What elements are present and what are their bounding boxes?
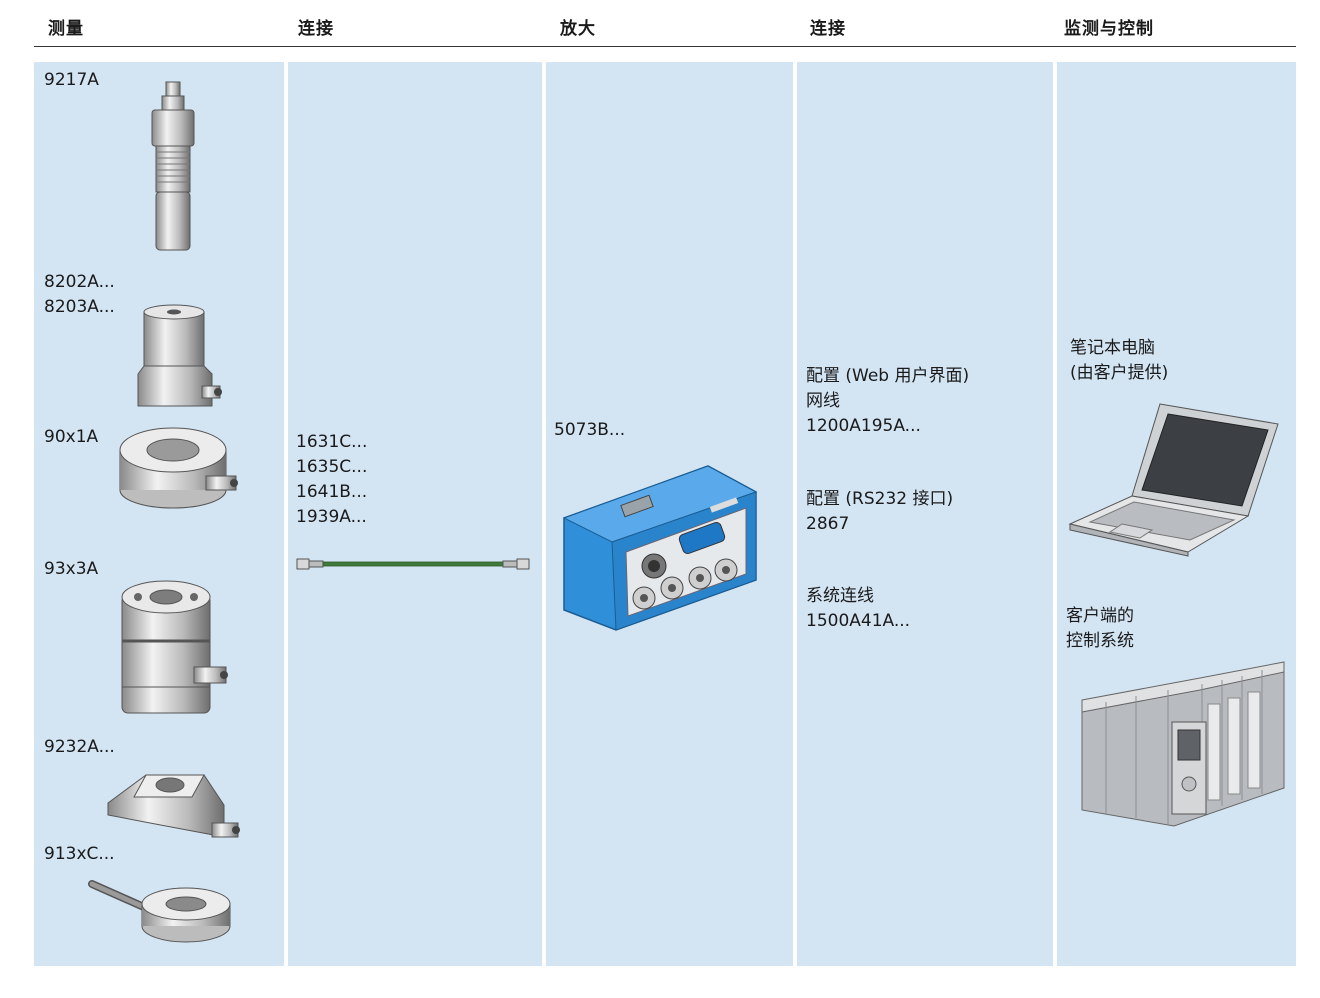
column-connect-1 [288,62,542,966]
header-monitor: 监测与控制 [1064,19,1154,39]
sensor-label-8202a: 8202A... 8203A... [44,270,115,320]
probe-sensor-icon [151,81,195,251]
coax-cable-icon [296,558,530,570]
header-connect-2: 连接 [810,19,846,39]
cable-part-number: 1641B... [296,482,368,502]
sensor-label-913xc: 913xC... [44,844,115,864]
sensor-label-line: 8203A... [44,297,115,317]
network-cable-part: 1200A195A... [806,416,921,436]
plc-control-system-icon [1081,661,1285,827]
multi-component-sensor-icon [121,580,228,714]
network-cable-label: 网线 [806,391,840,411]
rs232-config-label: 配置 (RS232 接口) [806,489,954,509]
control-system-label-line: 客户端的 [1066,606,1134,626]
laptop-label-line: 笔记本电脑 [1070,338,1155,358]
header-connect-1: 连接 [298,19,334,39]
rs232-config-block: 配置 (RS232 接口) 2867 [806,487,953,537]
header-amplify: 放大 [560,19,596,39]
sensor-label-9232a: 9232A... [44,737,115,757]
web-config-label: 配置 (Web 用户界面) [806,366,970,386]
control-system-label: 客户端的 控制系统 [1066,604,1134,654]
charge-amplifier-icon [562,465,758,631]
rs232-cable-part: 2867 [806,514,850,534]
column-connect-2 [797,62,1053,966]
strain-sensor-icon [107,774,240,838]
sensor-label-93x3a: 93x3A [44,559,99,579]
sensor-label-90x1a: 90x1A [44,427,99,447]
header-measure: 测量 [48,19,84,39]
system-cable-part: 1500A41A... [806,611,911,631]
header-rule [34,46,1296,47]
cable-part-number: 1631C... [296,432,368,452]
web-config-block: 配置 (Web 用户界面) 网线 1200A195A... [806,364,969,439]
cable-part-number: 1939A... [296,507,367,527]
cylindrical-accelerometer-icon [137,304,222,407]
sensor-label-9217a: 9217A [44,70,99,90]
laptop-label: 笔记本电脑 (由客户提供) [1070,336,1168,386]
sensor-label-line: 8202A... [44,272,115,292]
miniature-force-sensor-icon [88,880,231,943]
control-system-label-line: 控制系统 [1066,631,1134,651]
cable-part-list: 1631C... 1635C... 1641B... 1939A... [296,430,367,530]
system-cable-block: 系统连线 1500A41A... [806,584,910,634]
system-cable-label: 系统连线 [806,586,874,606]
cable-part-number: 1635C... [296,457,368,477]
ring-force-sensor-icon [119,427,238,509]
laptop-label-line: (由客户提供) [1070,363,1169,383]
amplifier-label: 5073B... [554,420,626,440]
laptop-icon [1068,403,1279,557]
